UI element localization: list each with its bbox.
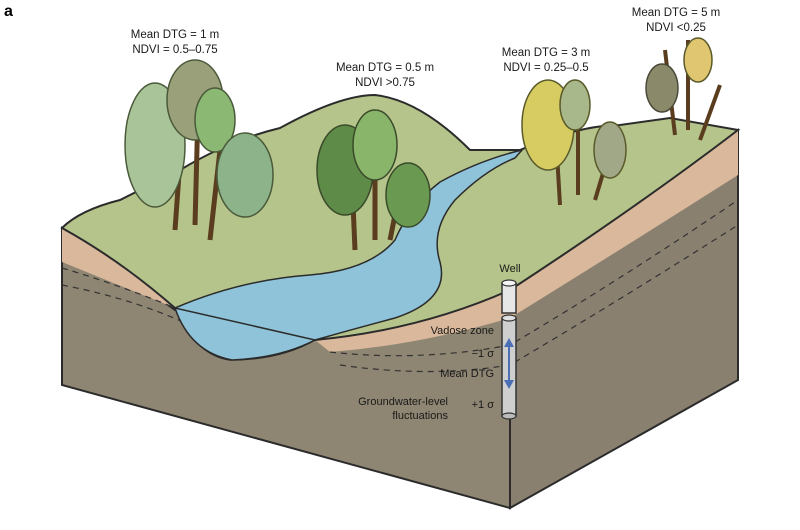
soil-layer-right [510, 130, 738, 318]
site2-ndvi: NDVI >0.75 [355, 77, 415, 89]
site1-dtg: Mean DTG = 1 m [131, 29, 220, 41]
well-label: Well [499, 263, 520, 275]
fluctuations-label-line1: Groundwater-level [358, 396, 448, 408]
site2-dtg: Mean DTG = 0.5 m [336, 62, 434, 74]
fluctuations-label-line2: fluctuations [392, 410, 448, 422]
strata-line-1 [61, 267, 181, 311]
soil-layer-front [62, 228, 175, 308]
site3-ndvi: NDVI = 0.25–0.5 [503, 62, 588, 74]
vadose-zone-label: Vadose zone [431, 325, 494, 337]
minus-sigma-label: −1 σ [472, 348, 495, 360]
site4-dtg: Mean DTG = 5 m [632, 7, 721, 19]
fluctuation-arrow [504, 338, 514, 389]
mean-dtg-label: Mean DTG [440, 368, 494, 380]
trees-site2 [316, 109, 431, 251]
site1-ndvi: NDVI = 0.5–0.75 [132, 44, 217, 56]
trees-site4 [645, 37, 722, 141]
panel-label: a [4, 3, 13, 20]
plus-sigma-label: +1 σ [472, 399, 495, 411]
site4-ndvi: NDVI <0.25 [646, 22, 706, 34]
site3-dtg: Mean DTG = 3 m [502, 47, 591, 59]
river-cross-section [173, 306, 318, 361]
trees-site3 [521, 79, 627, 206]
trees-site1 [124, 59, 274, 241]
